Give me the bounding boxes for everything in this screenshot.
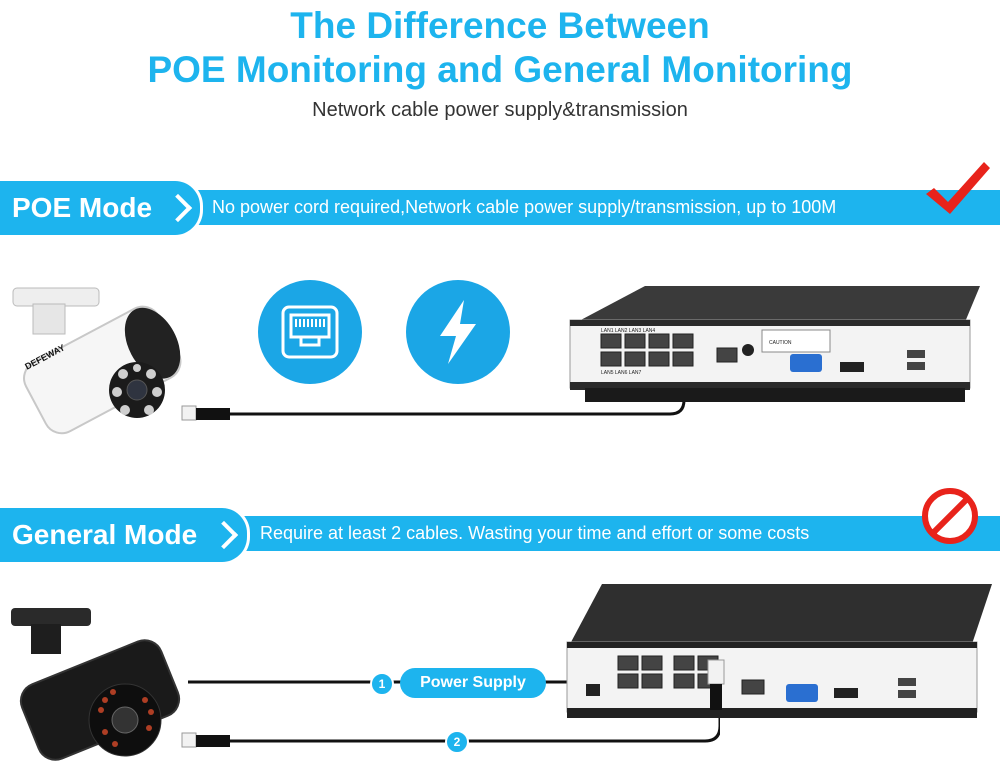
poe-mode-tab: POE Mode bbox=[0, 178, 203, 238]
white-bullet-camera bbox=[12, 287, 182, 435]
general-description: Require at least 2 cables. Wasting your … bbox=[260, 523, 810, 543]
poe-nvr-recorder: LAN1 LAN2 LAN3 LAN4 CAUTION LAN5 LAN6 LA… bbox=[569, 286, 980, 402]
page-title-line1: The Difference Between bbox=[290, 5, 710, 46]
prohibited-icon bbox=[922, 488, 978, 544]
cable-number-1: 1 bbox=[370, 672, 394, 696]
power-supply-label: Power Supply bbox=[400, 668, 546, 698]
svg-text:LAN1 LAN2 LAN3 LAN4: LAN1 LAN2 LAN3 LAN4 bbox=[601, 328, 655, 334]
page-subtitle: Network cable power supply&transmission bbox=[312, 99, 688, 121]
svg-text:LAN5 LAN6 LAN7: LAN5 LAN6 LAN7 bbox=[601, 370, 642, 376]
black-bullet-camera bbox=[11, 608, 181, 761]
red-checkmark-icon bbox=[926, 162, 990, 214]
poe-mode-label: POE Mode bbox=[12, 192, 153, 223]
chevron-right-icon bbox=[209, 520, 239, 550]
page-title-line2: POE Monitoring and General Monitoring bbox=[147, 49, 853, 90]
chevron-right-icon bbox=[163, 193, 193, 223]
general-nvr-recorder bbox=[566, 584, 992, 718]
poe-description: No power cord required,Network cable pow… bbox=[212, 197, 837, 217]
lightning-bolt-icon bbox=[406, 280, 510, 384]
ethernet-port-icon bbox=[258, 280, 362, 384]
svg-text:CAUTION: CAUTION bbox=[769, 340, 792, 346]
cable-number-2: 2 bbox=[445, 730, 469, 754]
general-mode-label: General Mode bbox=[12, 519, 198, 550]
general-mode-tab: General Mode bbox=[0, 505, 250, 565]
